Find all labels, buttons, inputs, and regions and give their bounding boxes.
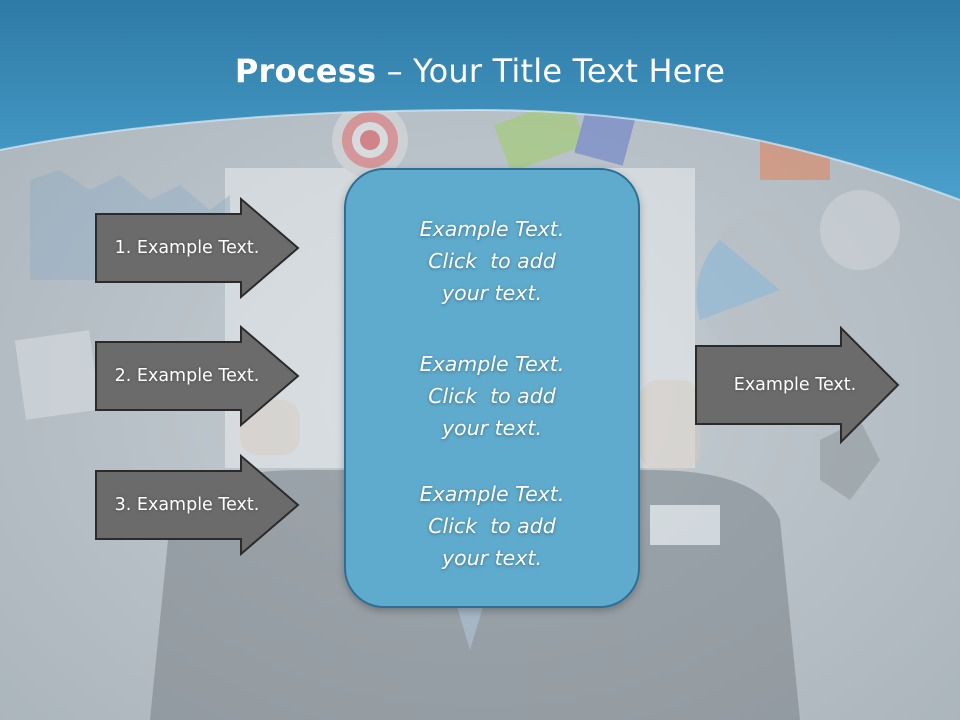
- text-block-1[interactable]: Example Text. Click to add your text.: [346, 213, 638, 309]
- left-arrow-3[interactable]: 3. Example Text.: [95, 453, 300, 557]
- arrow-label: 3. Example Text.: [114, 495, 260, 515]
- slide-title[interactable]: Process – Your Title Text Here: [0, 52, 960, 90]
- block-line: your text.: [442, 546, 542, 570]
- title-bold-text: Process: [234, 52, 377, 90]
- arrow-label: 2. Example Text.: [114, 366, 260, 386]
- block-line: your text.: [442, 416, 542, 440]
- block-line: Click to add: [428, 249, 556, 273]
- left-arrow-1[interactable]: 1. Example Text.: [95, 196, 300, 300]
- right-arrow[interactable]: Example Text.: [695, 325, 900, 445]
- center-text-box[interactable]: Example Text. Click to add your text. Ex…: [344, 168, 640, 608]
- arrow-shape: [95, 196, 300, 300]
- text-block-3[interactable]: Example Text. Click to add your text.: [346, 478, 638, 574]
- title-rest-text: – Your Title Text Here: [376, 52, 726, 90]
- block-line: Click to add: [428, 514, 556, 538]
- block-line: Click to add: [428, 384, 556, 408]
- block-line: Example Text.: [419, 352, 565, 376]
- block-line: Example Text.: [419, 482, 565, 506]
- arrow-shape: [95, 453, 300, 557]
- arrow-shape: [695, 325, 900, 445]
- block-line: your text.: [442, 281, 542, 305]
- text-block-2[interactable]: Example Text. Click to add your text.: [346, 348, 638, 444]
- arrow-label: Example Text.: [733, 375, 857, 395]
- arrow-label: 1. Example Text.: [114, 238, 260, 258]
- block-line: Example Text.: [419, 217, 565, 241]
- left-arrow-2[interactable]: 2. Example Text.: [95, 324, 300, 428]
- arrow-shape: [95, 324, 300, 428]
